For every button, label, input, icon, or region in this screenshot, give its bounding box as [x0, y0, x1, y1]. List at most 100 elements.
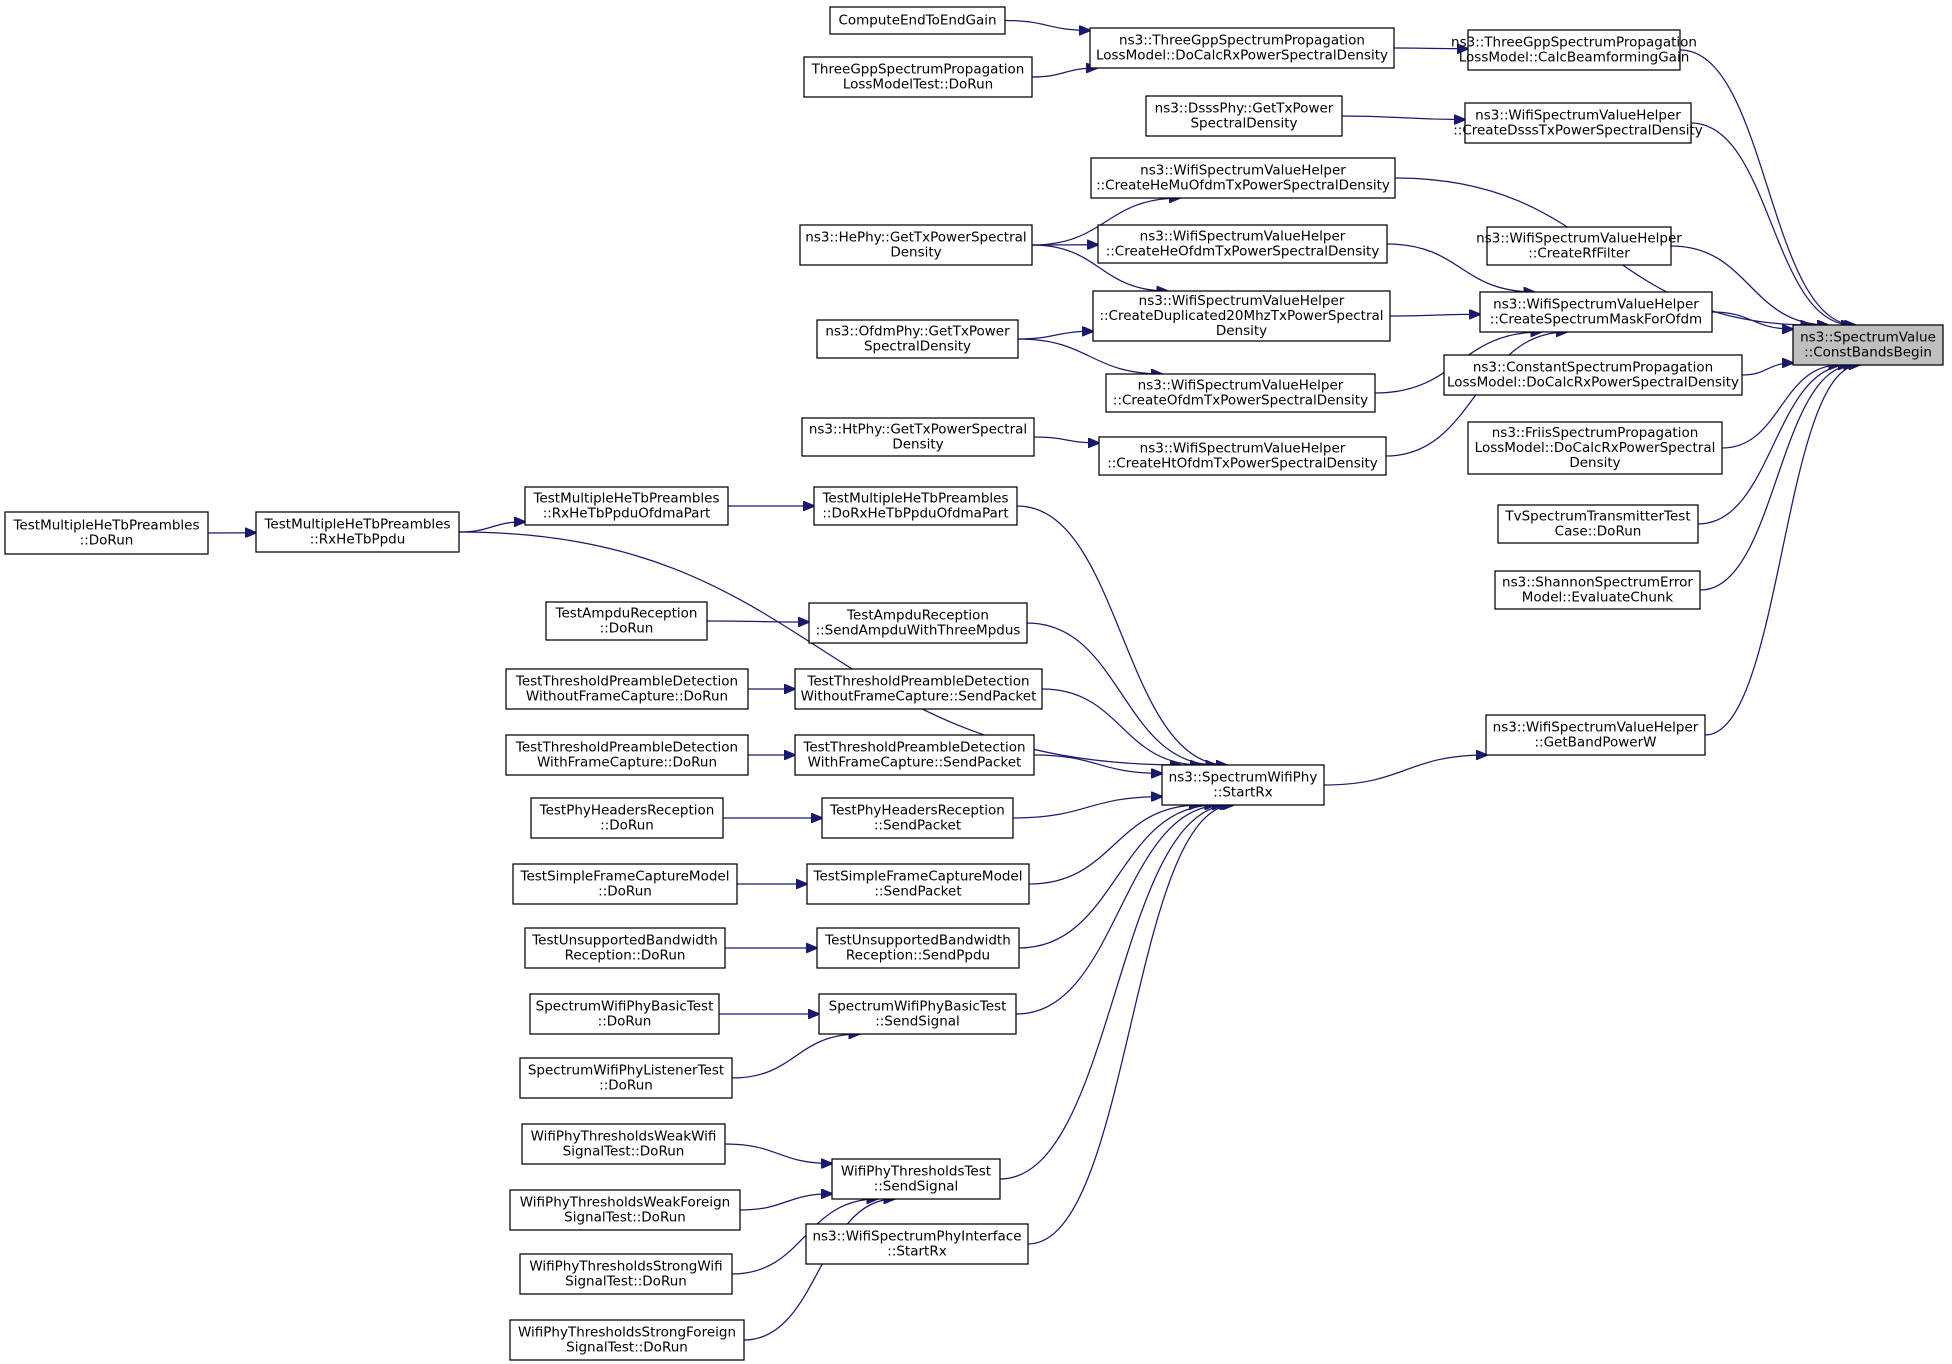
node-swb_send[interactable]: SpectrumWifiPhyBasicTest::SendSignal — [818, 993, 1017, 1035]
node-label: TestAmpduReception — [846, 608, 989, 624]
node-tgtest[interactable]: ThreeGppSpectrumPropagationLossModelTest… — [803, 56, 1033, 98]
node-box — [829, 6, 1006, 35]
edge-tv-to-cbb — [1697, 365, 1849, 525]
node-label: ::CreateHeMuOfdmTxPowerSpectralDensity — [1096, 178, 1390, 194]
node-sforeign[interactable]: WifiPhyThresholdsStrongForeignSignalTest… — [509, 1319, 745, 1361]
edge-startrx-to-gbp — [1323, 755, 1487, 786]
node-label: LossModel::DoCalcRxPowerSpectralDensity — [1447, 375, 1739, 391]
node-label: SpectrumWifiPhyListenerTest — [528, 1063, 724, 1079]
node-phr_send[interactable]: TestPhyHeadersReception::SendPacket — [821, 797, 1014, 839]
edge-sfc_send-to-startrx — [1028, 805, 1200, 885]
node-label: WifiPhyThresholdsStrongWifi — [529, 1259, 722, 1275]
node-swl_dorun[interactable]: SpectrumWifiPhyListenerTest::DoRun — [519, 1057, 733, 1099]
edge-crf-to-cbb — [1670, 245, 1828, 325]
node-tg_dc[interactable]: ns3::ThreeGppSpectrumPropagationLossMode… — [1089, 27, 1395, 69]
node-friis[interactable]: ns3::FriisSpectrumPropagationLossModel::… — [1467, 421, 1723, 475]
node-ce2e[interactable]: ComputeEndToEndGain — [829, 6, 1006, 35]
node-label: ::RxHeTbPpdu — [310, 532, 406, 548]
node-ampdu_dorun[interactable]: TestAmpduReception::DoRun — [545, 601, 708, 641]
node-phr_dorun[interactable]: TestPhyHeadersReception::DoRun — [530, 797, 724, 839]
node-wwwifi[interactable]: WifiPhyThresholdsWeakWifiSignalTest::DoR… — [521, 1123, 726, 1165]
node-label: WifiPhyThresholdsWeakForeign — [520, 1195, 731, 1211]
node-label: TestMultipleHeTbPreambles — [532, 491, 719, 507]
node-label: Reception::DoRun — [565, 948, 686, 964]
node-label: Case::DoRun — [1555, 524, 1642, 540]
edge-tmhe_rx-to-startrx — [458, 531, 1181, 765]
node-box — [1097, 224, 1388, 264]
node-tpwo_dorun[interactable]: TestThresholdPreambleDetectionWithoutFra… — [505, 668, 749, 710]
node-label: ::GetBandPowerW — [1535, 735, 1657, 751]
edge-wt_send-to-startrx — [999, 805, 1231, 1180]
node-cdsss[interactable]: ns3::WifiSpectrumValueHelper::CreateDsss… — [1453, 102, 1703, 144]
node-box — [1467, 29, 1681, 71]
node-label: ns3::ShannonSpectrumError — [1502, 575, 1693, 591]
node-box — [1497, 504, 1699, 544]
node-label: WifiPhyThresholdsTest — [841, 1164, 991, 1180]
node-sfc_dorun[interactable]: TestSimpleFrameCaptureModel::DoRun — [512, 863, 738, 905]
node-label: TestAmpduReception — [555, 606, 698, 622]
node-label: ns3::WifiSpectrumValueHelper — [1138, 378, 1344, 394]
node-label: WifiPhyThresholdsStrongForeign — [518, 1325, 736, 1341]
node-swb_dorun[interactable]: SpectrumWifiPhyBasicTest::DoRun — [529, 993, 720, 1035]
node-gbp[interactable]: ns3::WifiSpectrumValueHelper::GetBandPow… — [1485, 714, 1706, 756]
node-label: ::DoRun — [598, 1014, 652, 1030]
node-label: SpectralDensity — [864, 339, 971, 355]
node-tmhe_rx[interactable]: TestMultipleHeTbPreambles::RxHeTbPpdu — [255, 511, 460, 553]
node-label: TestPhyHeadersReception — [539, 803, 715, 819]
node-label: ::DoRun — [600, 621, 654, 637]
node-cofdm[interactable]: ns3::WifiSpectrumValueHelper::CreateOfdm… — [1105, 373, 1376, 413]
node-label: TestSimpleFrameCaptureModel — [520, 869, 730, 885]
node-label: Density — [1569, 455, 1620, 471]
edge-wwwifi-to-wt_send — [724, 1143, 832, 1164]
node-box — [4, 511, 209, 555]
node-sfc_send[interactable]: TestSimpleFrameCaptureModel::SendPacket — [806, 863, 1030, 905]
edge-tmhe_dorx-to-startrx — [1016, 505, 1227, 765]
node-label: ::StartRx — [1213, 785, 1272, 801]
node-label: ns3::WifiSpectrumValueHelper — [1139, 293, 1345, 309]
node-tmhe_dorun[interactable]: TestMultipleHeTbPreambles::DoRun — [4, 511, 209, 555]
node-box — [505, 668, 749, 710]
node-label: TestSimpleFrameCaptureModel — [813, 869, 1023, 885]
node-label: SignalTest::DoRun — [566, 1340, 688, 1356]
node-startrx[interactable]: ns3::SpectrumWifiPhy::StartRx — [1161, 764, 1325, 806]
node-wwforeign[interactable]: WifiPhyThresholdsWeakForeignSignalTest::… — [509, 1189, 741, 1231]
node-tmhe_dorx[interactable]: TestMultipleHeTbPreambles::DoRxHeTbPpduO… — [813, 486, 1018, 526]
node-ampdu_send[interactable]: TestAmpduReception::SendAmpduWithThreeMp… — [808, 602, 1028, 644]
node-label: TestThresholdPreambleDetection — [515, 674, 738, 690]
node-tpw_send[interactable]: TestThresholdPreambleDetectionWithFrameC… — [794, 734, 1035, 776]
node-const[interactable]: ns3::ConstantSpectrumPropagationLossMode… — [1443, 354, 1743, 396]
edge-ce2e-to-tg_dc — [1004, 19, 1090, 31]
node-label: ns3::OfdmPhy::GetTxPower — [825, 324, 1010, 340]
node-cbb[interactable]: ns3::SpectrumValue::ConstBandsBegin — [1792, 324, 1944, 366]
node-cht[interactable]: ns3::WifiSpectrumValueHelper::CreateHtOf… — [1098, 436, 1387, 476]
edge-tmhe_rx-to-tmhe_rxofdma — [458, 522, 525, 533]
node-tpwo_send[interactable]: TestThresholdPreambleDetectionWithoutFra… — [794, 668, 1043, 710]
node-cdup[interactable]: ns3::WifiSpectrumValueHelper::CreateDupl… — [1092, 290, 1391, 342]
edge-shannon-to-cbb — [1699, 365, 1854, 591]
node-tg_bf[interactable]: ns3::ThreeGppSpectrumPropagationLossMode… — [1451, 29, 1697, 71]
node-crf[interactable]: ns3::WifiSpectrumValueHelper::CreateRfFi… — [1476, 226, 1682, 266]
node-box — [529, 993, 720, 1035]
node-cmu[interactable]: ns3::WifiSpectrumValueHelper::CreateHeMu… — [1090, 157, 1396, 199]
node-wsiface[interactable]: ns3::WifiSpectrumPhyInterface::StartRx — [805, 1223, 1029, 1265]
node-tpw_dorun[interactable]: TestThresholdPreambleDetectionWithFrameC… — [505, 734, 749, 776]
node-che[interactable]: ns3::WifiSpectrumValueHelper::CreateHeOf… — [1097, 224, 1388, 264]
node-shannon[interactable]: ns3::ShannonSpectrumErrorModel::Evaluate… — [1494, 570, 1701, 610]
node-swifi[interactable]: WifiPhyThresholdsStrongWifiSignalTest::D… — [519, 1253, 733, 1295]
node-ub_send[interactable]: TestUnsupportedBandwidthReception::SendP… — [816, 927, 1020, 969]
edge-swb_send-to-startrx — [1015, 805, 1223, 1015]
node-box — [1467, 421, 1723, 475]
node-wt_send[interactable]: WifiPhyThresholdsTest::SendSignal — [831, 1158, 1001, 1200]
node-label: SpectrumWifiPhyBasicTest — [829, 999, 1007, 1015]
node-tmhe_rxofdma[interactable]: TestMultipleHeTbPreambles::RxHeTbPpduOfd… — [524, 486, 729, 526]
node-cmask[interactable]: ns3::WifiSpectrumValueHelper::CreateSpec… — [1479, 291, 1713, 333]
edge-hephy-to-cmu — [1031, 198, 1180, 246]
node-box — [512, 863, 738, 905]
node-box — [1479, 291, 1713, 333]
